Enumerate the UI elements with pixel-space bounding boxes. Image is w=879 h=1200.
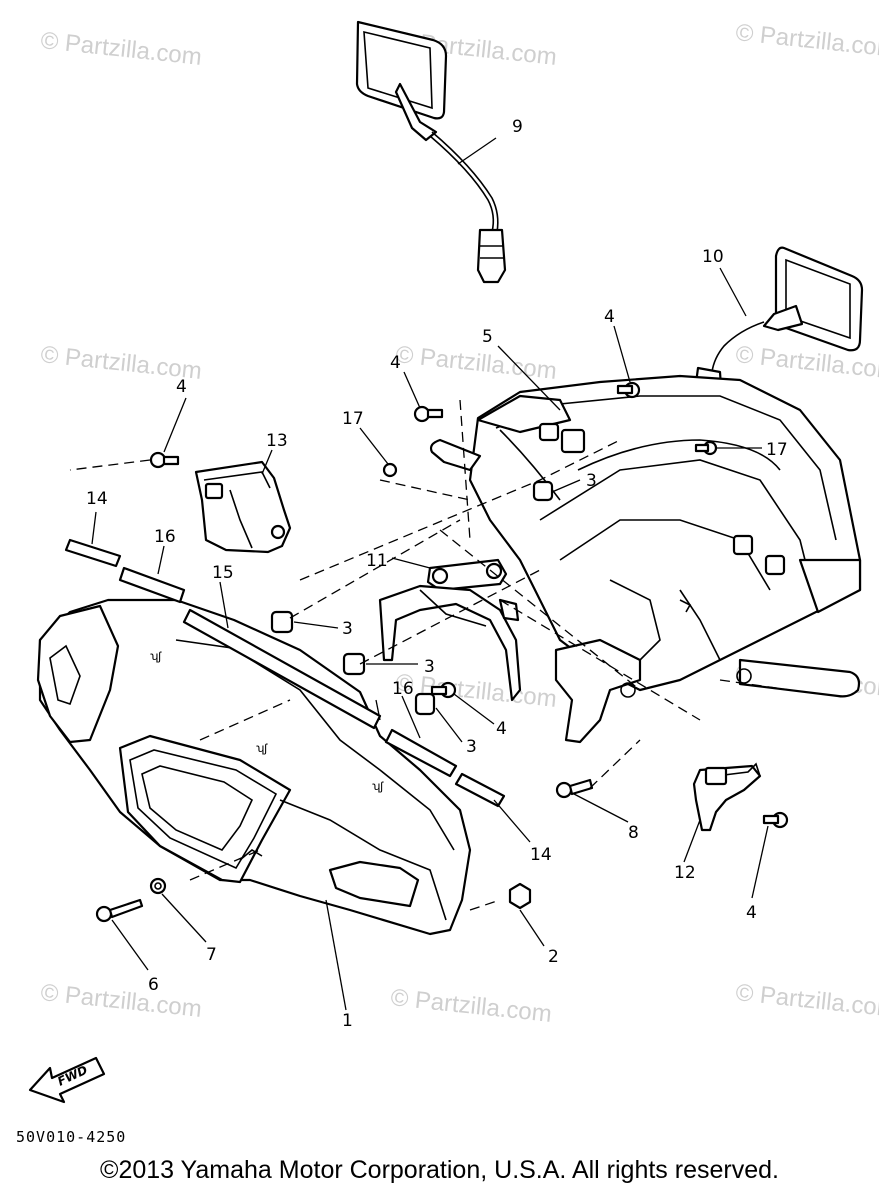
diagram-code: 50V010-4250 (16, 1128, 127, 1146)
grommet-3-c (414, 692, 436, 716)
watermark-3: © Partzilla.com (734, 19, 879, 63)
bolt-4-c (616, 381, 641, 399)
watermark-10: © Partzilla.com (39, 979, 203, 1023)
callout-4-b: 4 (390, 353, 401, 373)
callout-10: 10 (702, 247, 724, 267)
bracket-12 (692, 762, 762, 832)
callout-15: 15 (212, 563, 234, 583)
callout-17-a: 17 (342, 409, 364, 429)
callout-16-a: 16 (154, 527, 176, 547)
fwd-arrow: FWD (28, 1056, 106, 1104)
callout-3-a: 3 (342, 619, 353, 639)
watermark-12: © Partzilla.com (734, 979, 879, 1023)
bolt-4-a (149, 451, 180, 469)
callout-4-d: 4 (496, 719, 507, 739)
callout-9: 9 (512, 117, 523, 137)
strip-16-right (384, 728, 458, 778)
callout-4-c: 4 (604, 307, 615, 327)
watermark-11: © Partzilla.com (389, 984, 553, 1028)
callout-2: 2 (548, 947, 559, 967)
callout-12: 12 (674, 863, 696, 883)
frame-assembly (429, 374, 862, 744)
bracket-11 (378, 558, 522, 702)
logo-mark-3: ʮʃ (372, 779, 384, 793)
callout-3-b: 3 (424, 657, 435, 677)
grommet-3-b (342, 652, 366, 676)
callout-6: 6 (148, 975, 159, 995)
washer-7 (149, 877, 167, 895)
strip-14-right (454, 772, 506, 808)
bolt-4-e (762, 811, 789, 829)
fasteners (95, 381, 789, 923)
callouts: 9 10 5 4 4 4 17 13 17 3 14 16 11 15 3 3 … (86, 117, 788, 1031)
callout-8: 8 (628, 823, 639, 843)
grommet-3-d (532, 480, 554, 502)
callout-13: 13 (266, 431, 288, 451)
screw-6 (95, 898, 144, 923)
nut-2 (508, 882, 532, 910)
mirror-left (355, 20, 507, 284)
copyright-notice: ©2013 Yamaha Motor Corporation, U.S.A. A… (100, 1156, 779, 1184)
callout-3-d: 3 (586, 471, 597, 491)
callout-7: 7 (206, 945, 217, 965)
screw-8 (555, 778, 594, 799)
bolt-4-b (413, 405, 444, 423)
bolt-4-d (430, 681, 457, 699)
grommet-3-a (270, 610, 294, 634)
callout-14-b: 14 (530, 845, 552, 865)
callout-16-b: 16 (392, 679, 414, 699)
bolt-17-a (382, 462, 398, 478)
strip-14-left (64, 538, 122, 568)
assembly-lines (69, 399, 791, 911)
bracket-13 (194, 460, 292, 554)
watermark-5: © Partzilla.com (394, 341, 558, 385)
strip-16-left (118, 566, 186, 604)
callout-11: 11 (366, 551, 388, 571)
callout-17-b: 17 (766, 440, 788, 460)
callout-4-a: 4 (176, 377, 187, 397)
callout-5: 5 (482, 327, 493, 347)
watermark-1: © Partzilla.com (39, 27, 203, 71)
leader-lines (91, 137, 769, 1011)
callout-1: 1 (342, 1011, 353, 1031)
callout-3-c: 3 (466, 737, 477, 757)
logo-mark-1: ʮʃ (150, 649, 162, 663)
callout-14-a: 14 (86, 489, 108, 509)
callout-4-e: 4 (746, 903, 757, 923)
front-cover: ʮʃ ʮʃ ʮʃ (36, 598, 472, 936)
strip-15 (182, 608, 382, 730)
trim-strips (64, 538, 506, 808)
logo-mark-2: ʮʃ (256, 741, 268, 755)
